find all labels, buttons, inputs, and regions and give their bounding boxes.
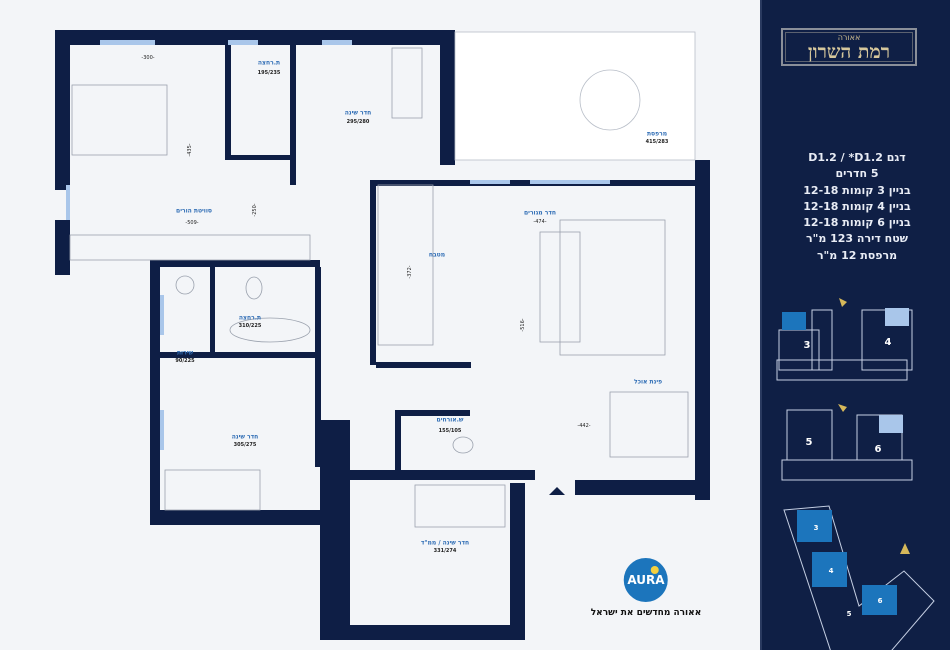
unit-highlight-6 — [879, 415, 903, 433]
spec-model: דגם D1.2 / *D1.2 — [808, 151, 906, 164]
room-bedroom2: חדר שינה — [231, 433, 259, 441]
bldg-label-6: 6 — [875, 444, 882, 455]
spec-balcony: מרפסת 12 מ"ר — [816, 248, 898, 262]
brand-title: רמת השרון — [807, 41, 891, 63]
dim-master-w: -509- — [185, 220, 199, 226]
unit-highlight-4 — [885, 308, 909, 326]
toilet — [245, 276, 263, 300]
dim-kitchen: -372- — [407, 265, 413, 279]
north-arrow-icon — [839, 298, 847, 307]
size-terrace: 415/283 — [645, 139, 669, 145]
washing-machine — [175, 275, 195, 295]
spec-building-3: בניין 3 קומות 12-18 — [803, 183, 911, 197]
aura-logo: AURA אאורה מחדשים את ישראל — [590, 558, 702, 618]
bathtub — [229, 317, 311, 343]
bldg-label-4: 4 — [885, 337, 892, 348]
north-arrow-icon — [900, 543, 910, 554]
project-brand: אאורה רמת השרון — [781, 28, 917, 66]
kitchen-counter — [377, 184, 434, 346]
double-bed — [71, 84, 168, 156]
room-laundry: שירות — [176, 349, 194, 357]
north-arrow-icon — [838, 404, 847, 412]
size-mamad: 331/274 — [433, 548, 457, 554]
size-laundry: 90/225 — [175, 358, 195, 364]
spec-building-6: בניין 6 קומות 12-18 — [803, 216, 911, 230]
windows — [66, 40, 610, 450]
spec-rooms: 5 חדרים — [835, 167, 879, 181]
dim-living: -474- — [533, 219, 547, 225]
rug — [559, 219, 666, 356]
spec-building-4: בניין 4 קומות 12-18 — [803, 199, 911, 213]
info-panel: אאורה רמת השרון דגם D1.2 / *D1.2 5 חדרים… — [760, 0, 950, 650]
logo-mark: AURA — [627, 573, 665, 587]
bldg-label-3: 3 — [804, 340, 811, 351]
bldg-label-5: 5 — [806, 437, 813, 448]
logo-tagline: אאורה מחדשים את ישראל — [590, 608, 702, 618]
room-bath2: ת.רחצה — [238, 314, 262, 322]
wardrobe — [69, 234, 311, 261]
site-label-4: 4 — [829, 567, 834, 575]
sofa — [539, 231, 581, 343]
site-label-3: 3 — [814, 524, 819, 532]
room-mamad: חדר שינה / ממ"ד — [420, 539, 470, 547]
single-bed-2 — [164, 469, 261, 511]
room-kitchen: מטבח — [428, 251, 446, 259]
dim-living-v: -516- — [520, 318, 526, 332]
size-bath2: 310/225 — [238, 323, 262, 329]
room-bath1: ת.רחצה — [257, 59, 281, 67]
size-bath1: 195/235 — [257, 70, 281, 76]
apartment-specs: דגם D1.2 / *D1.2 5 חדרים בניין 3 קומות 1… — [762, 150, 950, 264]
size-bedroom1: 295/280 — [346, 119, 370, 125]
key-plan: 3 4 5 6 3 4 5 6 — [776, 298, 935, 650]
room-dining: פינת אוכל — [633, 378, 663, 386]
site-outline — [783, 505, 935, 650]
dim-master-top: -300- — [141, 55, 155, 61]
floor-plan — [55, 30, 710, 640]
single-bed-3 — [414, 484, 506, 528]
room-guest-wc: ש.אורחים — [436, 416, 464, 424]
site-label-6: 6 — [878, 597, 883, 605]
size-bedroom2: 305/275 — [233, 442, 257, 448]
furniture — [69, 47, 689, 528]
size-guest-wc: 155/105 — [438, 428, 462, 434]
room-terrace: מרפסת — [646, 130, 668, 138]
site-label-5: 5 — [847, 610, 852, 618]
room-master: סוויטת הורים — [176, 207, 212, 215]
dim-master-v: -435- — [187, 143, 193, 157]
brand-subtitle: אאורה — [837, 33, 861, 42]
room-living: חדר מגורים — [524, 209, 556, 217]
terrace-deck — [454, 31, 696, 161]
dining-table — [609, 391, 689, 458]
round-table — [579, 69, 641, 131]
dim-master-v2: -250- — [252, 203, 258, 217]
room-bedroom1: חדר שינה — [344, 109, 372, 117]
spec-area: שטח דירה 123 מ"ר — [805, 232, 909, 246]
toilet-guest — [452, 436, 474, 454]
entrance-arrow-icon — [549, 487, 565, 495]
single-bed-1 — [391, 47, 423, 119]
dim-dining: -442- — [577, 423, 591, 429]
unit-highlight-3 — [782, 312, 806, 330]
